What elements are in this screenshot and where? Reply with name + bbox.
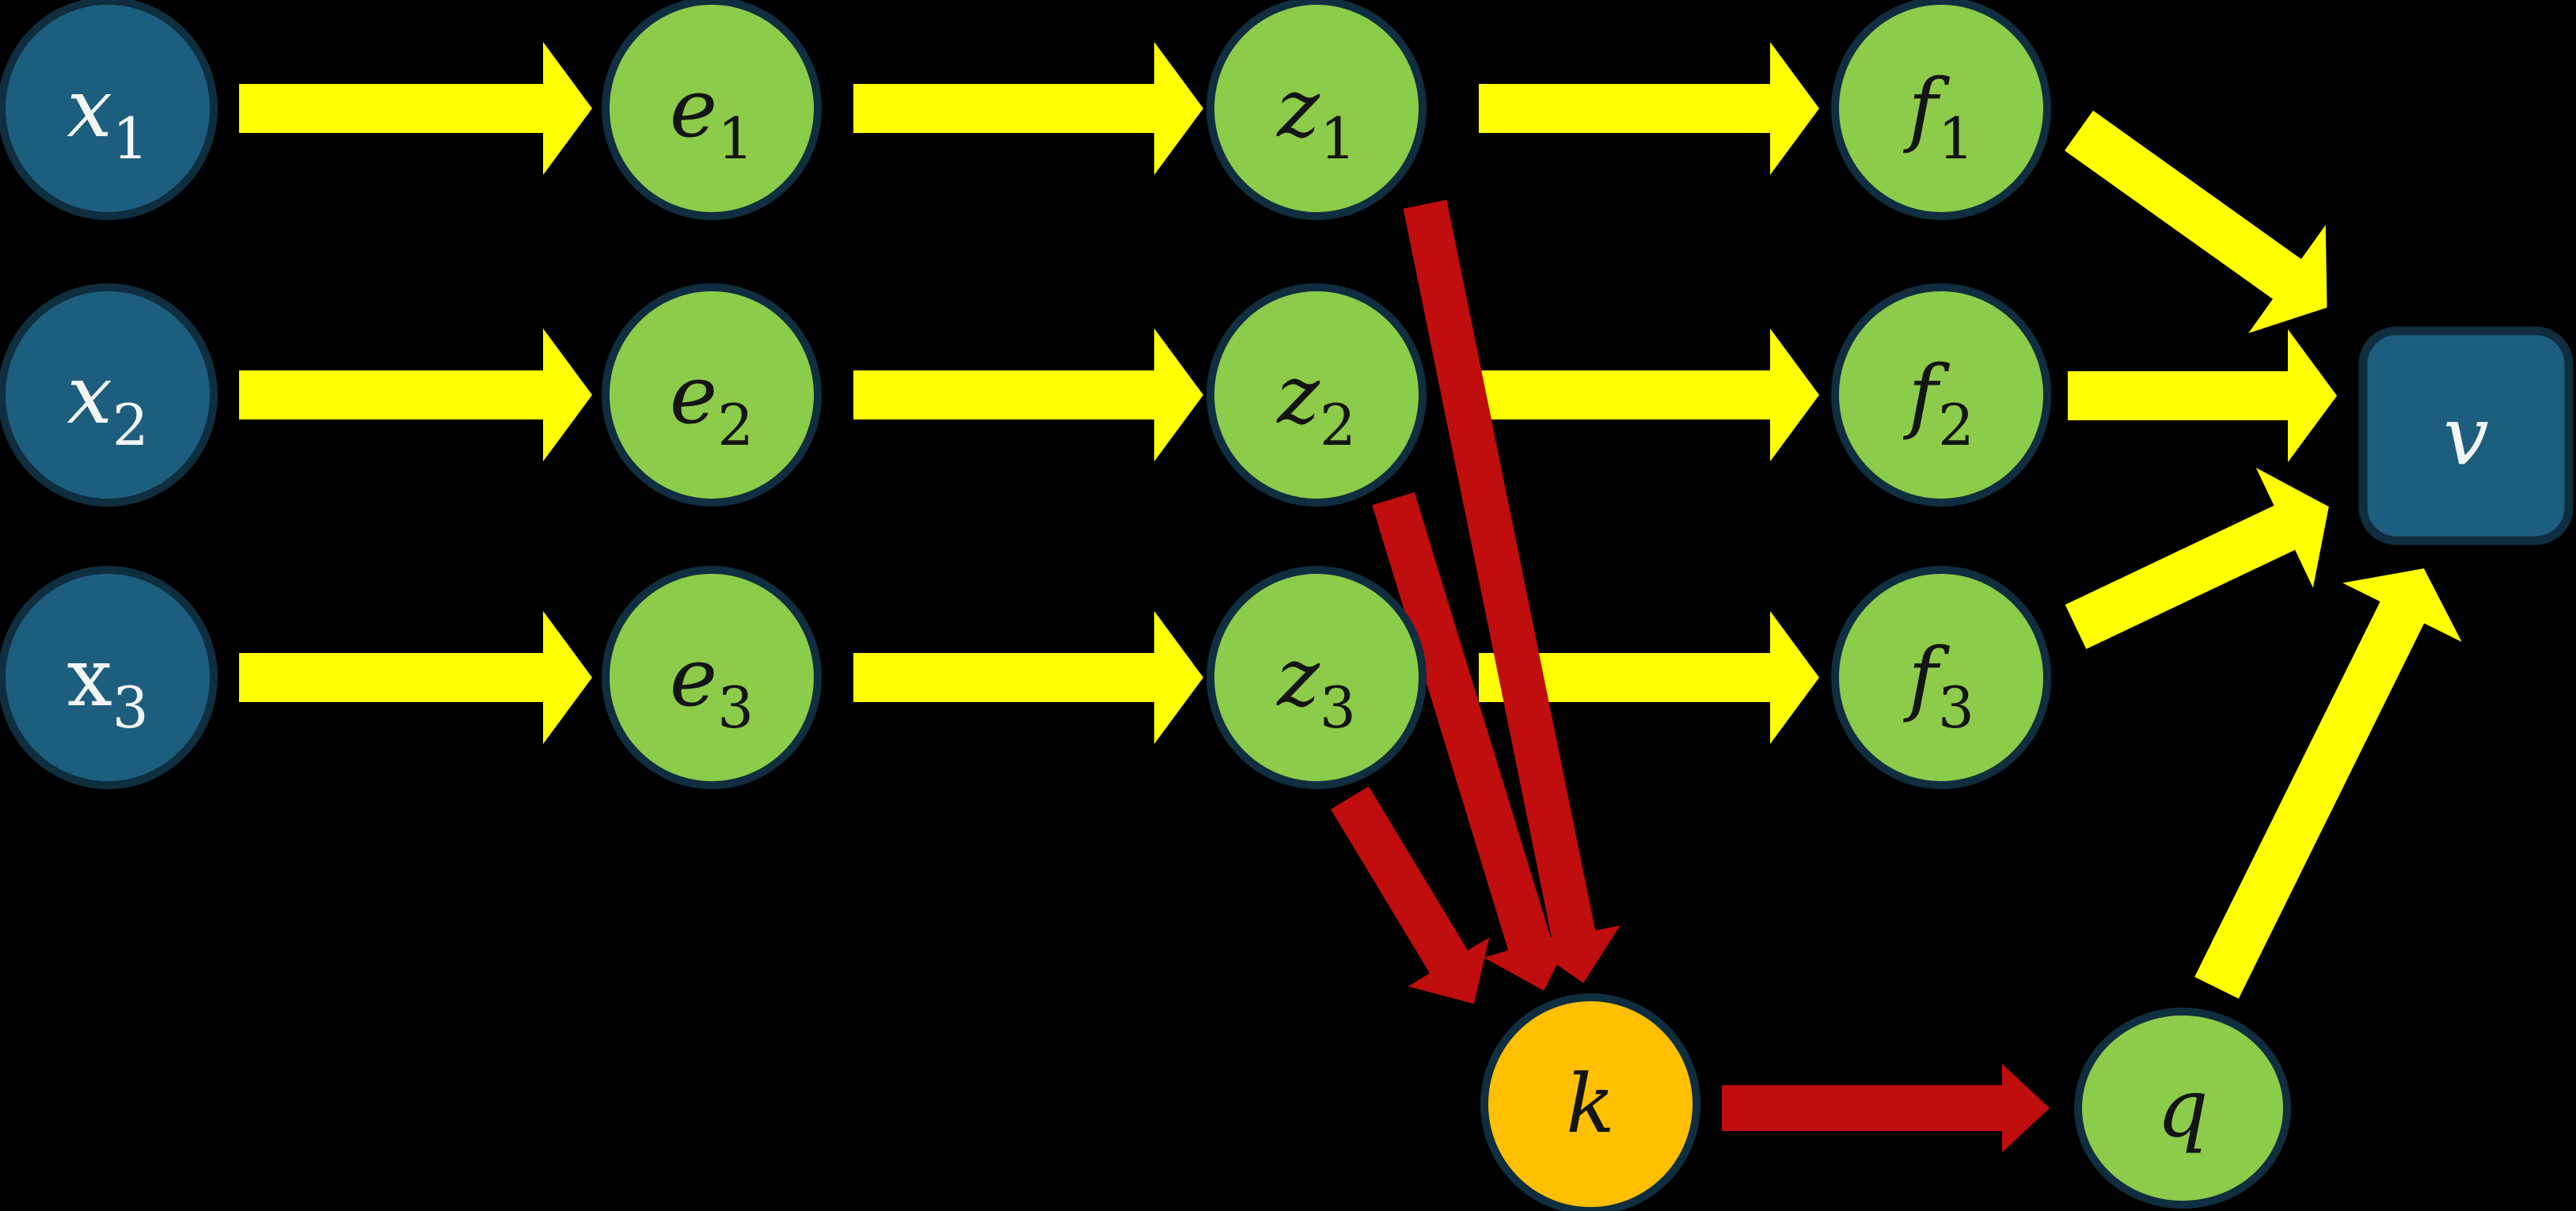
arrow-f3-v — [2065, 467, 2329, 650]
arrow-shape — [239, 328, 592, 461]
arrow-f2-v — [2068, 329, 2337, 462]
arrow-shape — [853, 42, 1203, 175]
node-e1 — [602, 0, 822, 220]
arrow-shape — [239, 611, 592, 744]
arrow-e2-z2 — [853, 328, 1203, 461]
arrow-shape — [1403, 199, 1620, 983]
arrow-z2-f2 — [1479, 328, 1819, 461]
node-x3 — [0, 566, 218, 789]
node-label-x3: x3 — [66, 631, 148, 741]
arrow-x1-e1 — [239, 42, 592, 175]
node-x1 — [0, 0, 218, 220]
arrow-shape — [853, 328, 1203, 461]
node-f1 — [1831, 0, 2051, 220]
node-label-q: q — [2156, 1061, 2208, 1156]
node-e3 — [602, 566, 822, 789]
node-label-k: k — [1566, 1057, 1615, 1152]
node-v — [2358, 326, 2574, 545]
arrow-shape — [239, 42, 592, 175]
arrow-shape — [1479, 42, 1819, 175]
node-label-f2: f2 — [1902, 348, 1974, 458]
node-label-z2: z2 — [1276, 348, 1356, 458]
arrow-z1-f1 — [1479, 42, 1819, 175]
node-label-z3: z3 — [1276, 631, 1356, 741]
node-z2 — [1206, 283, 1427, 507]
arrow-shape — [1331, 786, 1490, 1004]
arrow-shape — [1479, 328, 1819, 461]
node-label-e2: e2 — [670, 348, 754, 458]
arrow-e1-z1 — [853, 42, 1203, 175]
node-x2 — [0, 283, 218, 507]
node-z1 — [1206, 0, 1427, 220]
arrow-shape — [1722, 1064, 2050, 1152]
node-z3 — [1206, 566, 1427, 789]
node-f3 — [1831, 566, 2051, 789]
arrow-shape — [2064, 110, 2327, 333]
node-label-z1: z1 — [1276, 62, 1356, 172]
arrow-k-q — [1722, 1064, 2050, 1152]
arrow-f1-v — [2064, 110, 2327, 333]
arrow-z1-k — [1403, 199, 1620, 983]
arrow-shape — [2065, 467, 2329, 650]
node-label-e3: e3 — [670, 631, 754, 741]
arrow-shape — [1372, 492, 1575, 991]
node-e2 — [602, 283, 822, 507]
node-label-x2: x2 — [66, 348, 148, 458]
node-label-e1: e1 — [670, 62, 754, 172]
arrow-e3-z3 — [853, 611, 1203, 744]
arrow-z3-f3 — [1479, 611, 1819, 744]
arrow-shape — [1479, 611, 1819, 744]
arrow-shape — [2194, 568, 2462, 999]
arrow-x3-e3 — [239, 611, 592, 744]
arrow-x2-e2 — [239, 328, 592, 461]
node-label-v: v — [2443, 389, 2489, 484]
node-label-x1: x1 — [66, 62, 148, 172]
arrow-shape — [2068, 329, 2337, 462]
node-q — [2074, 1008, 2291, 1209]
arrow-shape — [853, 611, 1203, 744]
arrow-q-v — [2194, 568, 2462, 999]
node-k — [1480, 993, 1700, 1211]
arrow-z2-k — [1372, 492, 1575, 991]
arrow-z3-k — [1331, 786, 1490, 1004]
node-f2 — [1831, 283, 2051, 507]
